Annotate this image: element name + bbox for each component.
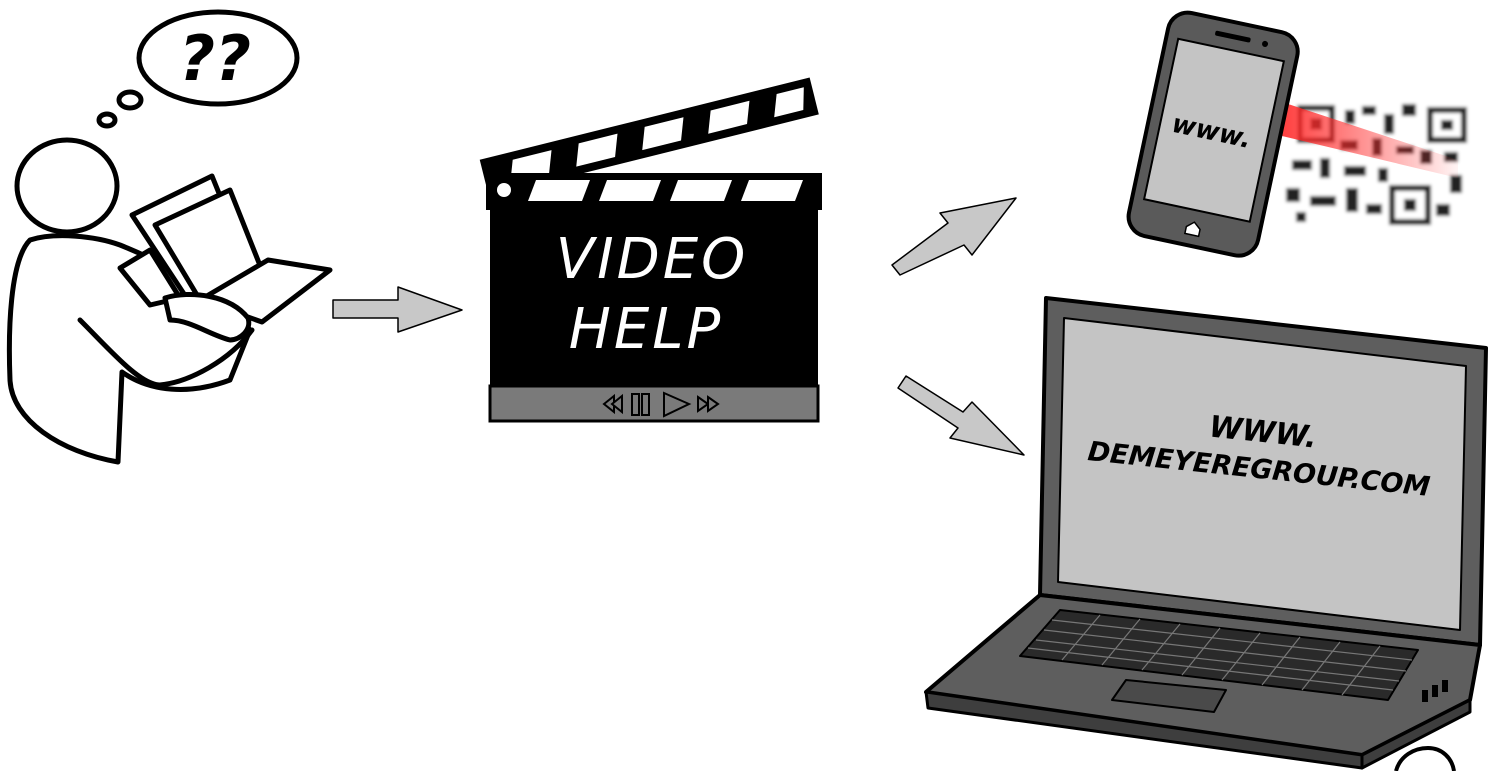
thought-bubble-text: ?? — [179, 22, 251, 95]
laptop-icon — [926, 298, 1486, 768]
help-label: HELP — [569, 297, 723, 362]
person-icon — [9, 140, 330, 462]
corner-circle-fragment — [1396, 748, 1454, 771]
video-label: VIDEO — [556, 227, 748, 292]
